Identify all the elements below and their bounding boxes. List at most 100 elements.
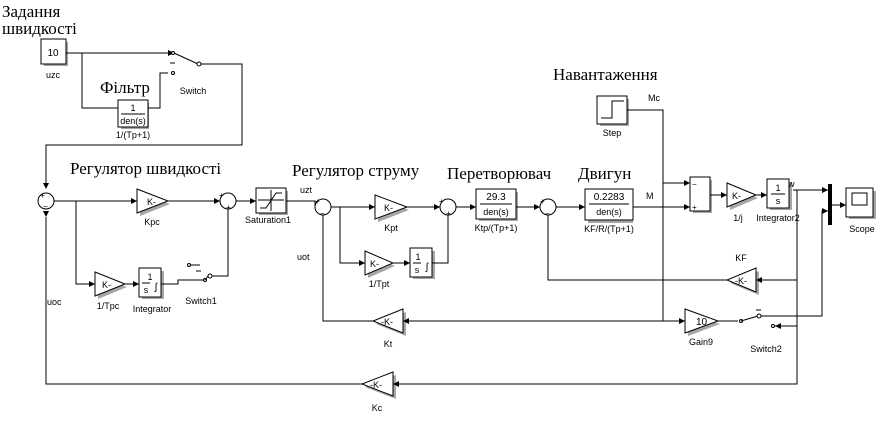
switch-block[interactable]: Switch: [170, 51, 207, 97]
svg-text:+: +: [446, 209, 451, 218]
title-load: Навантаження: [553, 65, 658, 84]
saturation-block[interactable]: Saturation1: [245, 187, 291, 225]
saturation-label: Saturation1: [245, 215, 291, 225]
title-motor: Двигун: [578, 164, 631, 183]
mux-block[interactable]: [828, 184, 832, 225]
step-block[interactable]: Step: [596, 95, 629, 138]
gain-1-j[interactable]: K- 1/j: [726, 182, 758, 223]
gain9-label: Gain9: [689, 337, 713, 347]
switch1-label: Switch1: [185, 296, 217, 306]
gain-kf[interactable]: -K- KF: [725, 253, 759, 295]
scope-block[interactable]: Scope: [845, 187, 876, 234]
tpt-label: 1/Tpt: [369, 279, 390, 289]
title-converter: Перетворювач: [447, 164, 552, 183]
title-filter: Фільтр: [100, 78, 150, 97]
gain9-value: 10: [696, 317, 708, 328]
step-label: Step: [603, 128, 622, 138]
filter-denominator: den(s): [120, 116, 146, 126]
integrator2-block[interactable]: 1 s Integrator2: [756, 178, 800, 223]
signal-M: M: [646, 191, 654, 201]
kpc-gain-text: K-: [147, 197, 156, 207]
switch2-block[interactable]: Switch2: [739, 309, 782, 354]
title-speed-setpoint-line2: швидкості: [2, 19, 77, 38]
svg-text:+: +: [226, 203, 231, 212]
sum-block-current-regulator[interactable]: + +: [439, 197, 457, 218]
signal-w: w: [787, 179, 795, 189]
kf-label: KF: [735, 253, 747, 263]
motor-numerator: 0.2283: [594, 192, 625, 203]
motor-label: KF/R/(Tp+1): [584, 224, 634, 234]
j-gain-text: K-: [732, 191, 741, 201]
filter-transfer-fcn[interactable]: 1 den(s) 1/(Tp+1): [116, 99, 150, 140]
kt-gain-text: -K-: [381, 317, 393, 327]
svg-text:∫: ∫: [425, 262, 430, 273]
arrowheads: [43, 50, 846, 387]
svg-text:+: +: [540, 197, 545, 206]
converter-denominator: den(s): [483, 207, 509, 217]
kc-label: Kc: [372, 403, 383, 413]
filter-label: 1/(Tp+1): [116, 130, 150, 140]
svg-text:s: s: [776, 196, 781, 206]
svg-text:1: 1: [415, 252, 420, 262]
gain-kpt[interactable]: K- Kpt: [374, 194, 409, 233]
gain-kt[interactable]: -K- Kt: [371, 308, 406, 349]
switch-label: Switch: [180, 86, 207, 96]
converter-transfer-fcn[interactable]: 29.3 den(s) Ktp/(Tp+1): [475, 188, 518, 233]
integrator-block[interactable]: 1 s ∫ Integrator: [133, 267, 172, 314]
title-current-regulator: Регулятор струму: [292, 161, 420, 180]
svg-text:+: +: [439, 197, 444, 206]
svg-text:1: 1: [775, 183, 780, 193]
gain-kc[interactable]: -K- Kc: [360, 371, 396, 413]
title-speed-regulator: Регулятор швидкості: [70, 159, 221, 178]
integrator-label: Integrator: [133, 304, 172, 314]
constant-value: 10: [47, 48, 59, 59]
constant-block[interactable]: 10 uzc: [40, 38, 68, 80]
svg-text:−: −: [320, 209, 325, 218]
signal-Mc: Mc: [648, 93, 660, 103]
switch2-label: Switch2: [750, 344, 782, 354]
converter-numerator: 29.3: [486, 192, 506, 203]
signal-uzt: uzt: [300, 185, 313, 195]
sum-block-speed[interactable]: + −: [37, 191, 55, 211]
kpc-label: Kpc: [144, 217, 160, 227]
kt-label: Kt: [384, 339, 393, 349]
svg-text:s: s: [144, 285, 149, 295]
switch1-block[interactable]: Switch1: [185, 263, 217, 307]
sum-block-regulator[interactable]: + +: [219, 191, 237, 212]
constant-label: uzc: [46, 70, 61, 80]
title-speed-setpoint-line1: Задання: [2, 2, 60, 21]
sum-block-torque[interactable]: − +: [689, 176, 712, 213]
integrator-current-block[interactable]: 1 s ∫: [409, 247, 435, 279]
kpt-gain-text: K-: [384, 203, 393, 213]
tpc-gain-text: K-: [102, 280, 111, 290]
svg-text:−: −: [545, 209, 550, 218]
scope-label: Scope: [849, 224, 875, 234]
tpc-label: 1/Tpc: [97, 301, 120, 311]
motor-denominator: den(s): [596, 207, 622, 217]
svg-text:1: 1: [147, 272, 152, 282]
motor-transfer-fcn[interactable]: 0.2283 den(s) KF/R/(Tp+1): [584, 188, 634, 234]
svg-text:s: s: [415, 265, 420, 275]
svg-text:∫: ∫: [154, 282, 159, 293]
j-label: 1/j: [733, 213, 743, 223]
gain-kpc[interactable]: K- Kpc: [136, 188, 170, 227]
signal-uoc: uoc: [47, 297, 62, 307]
signal-lines: [45, 52, 846, 385]
integrator2-label: Integrator2: [756, 213, 800, 223]
converter-label: Ktp/(Tp+1): [475, 223, 518, 233]
svg-text:+: +: [692, 203, 697, 212]
kpt-label: Kpt: [384, 223, 398, 233]
svg-text:+: +: [315, 197, 320, 206]
svg-text:−: −: [43, 202, 48, 211]
kf-gain-text: -K-: [735, 276, 747, 286]
signal-uot: uot: [297, 252, 310, 262]
gain-1-tpc[interactable]: K- 1/Tpc: [94, 271, 127, 311]
filter-numerator: 1: [130, 103, 135, 113]
tpt-gain-text: K-: [370, 259, 379, 269]
sum-block-current[interactable]: + −: [314, 197, 332, 218]
kc-gain-text: -K-: [370, 380, 382, 390]
gain9-block[interactable]: 10 Gain9: [684, 308, 720, 347]
sum-block-motor[interactable]: + −: [539, 197, 557, 218]
gain-1-tpt[interactable]: K- 1/Tpt: [364, 250, 395, 289]
